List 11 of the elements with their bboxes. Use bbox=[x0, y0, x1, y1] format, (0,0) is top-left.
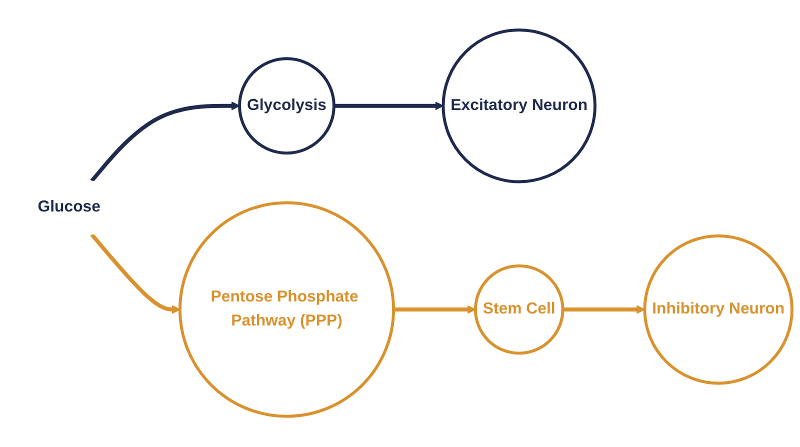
arrow bbox=[562, 306, 646, 314]
node-circle: Inhibitory Neuron bbox=[643, 234, 794, 386]
node-circle: Glycolysis bbox=[238, 58, 336, 155]
node-circle: Excitatory Neuron bbox=[442, 28, 596, 184]
arrow bbox=[334, 102, 444, 111]
node-circle: Pentose Phosphate Pathway (PPP) bbox=[178, 202, 396, 418]
arrow bbox=[90, 102, 240, 182]
arrow bbox=[90, 234, 180, 314]
node-text: Glucose bbox=[38, 199, 100, 216]
arrow bbox=[394, 306, 476, 314]
node-circle: Stem Cell bbox=[474, 264, 564, 356]
